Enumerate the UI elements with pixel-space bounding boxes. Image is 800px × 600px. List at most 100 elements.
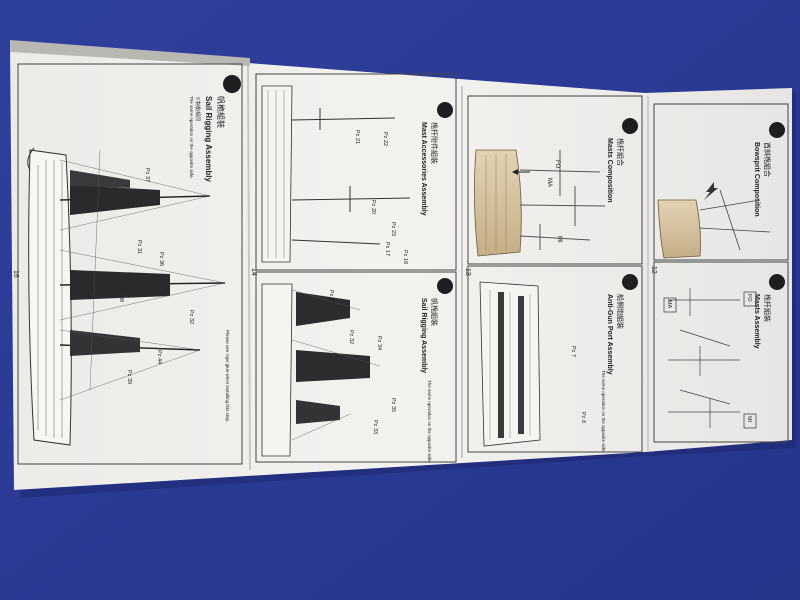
step-title-cn: 帆桅組裝 xyxy=(216,96,226,128)
ship-hull-icon xyxy=(261,85,293,263)
panel-frame xyxy=(653,261,789,443)
svg-text:16: 16 xyxy=(772,127,778,134)
sail xyxy=(296,292,350,326)
fold-line-1 xyxy=(247,65,251,471)
sail xyxy=(70,330,140,356)
panel-frame xyxy=(17,63,243,465)
step-footer: Please use rope glue when installing thi… xyxy=(225,330,230,422)
page-number: 12 xyxy=(650,266,657,274)
arrow-icon xyxy=(704,182,718,200)
step-title-cn: 帆桅組裝 xyxy=(430,298,439,326)
step-note: The same operation on the opposite side. xyxy=(427,380,432,463)
svg-text:17-3: 17-3 xyxy=(440,280,446,293)
part-labels: Pz 7 Pz 8 xyxy=(570,346,586,423)
arrow-icon xyxy=(512,169,530,175)
sail xyxy=(70,185,160,215)
part-label: Pz 21 xyxy=(354,130,360,144)
rigging-lines-icon xyxy=(291,108,411,245)
svg-text:17-4: 17-4 xyxy=(227,77,234,91)
svg-text:16-1: 16-1 xyxy=(772,276,778,289)
mast-label: MA xyxy=(546,178,552,187)
step-note-cn: ※對側相同 xyxy=(194,96,201,121)
part-label: Pz 7 xyxy=(570,346,576,357)
step-title: Mast Accessories Assembly xyxy=(420,122,427,216)
mast-label: MI xyxy=(746,416,752,423)
step-title: Sail Rigging Assembly xyxy=(420,298,427,373)
step-title-cn: 首斜桅組合 xyxy=(763,142,772,177)
step-number-icon: 17-1 xyxy=(622,274,638,290)
step-title: Masts Composition xyxy=(606,138,613,203)
part-label: Pz 31 xyxy=(136,240,142,254)
mast-label: FO xyxy=(554,160,560,169)
step-title-cn: 桅杆附件組裝 xyxy=(430,122,439,164)
rigging-lines xyxy=(291,289,381,441)
sail xyxy=(296,400,340,424)
page-number: 13 xyxy=(464,268,471,276)
step-note: The same operation on the opposite side. xyxy=(189,96,194,179)
instruction-sheet xyxy=(10,45,792,490)
part-label: Pz 35 xyxy=(390,398,396,412)
part-labels: Pz 31 Pz 34 Pz 32 Pz 33 Pz 35 xyxy=(328,290,396,434)
step-title: Masts Assembly xyxy=(753,294,760,349)
mast-label-boxes: FO MA MI xyxy=(663,291,757,429)
page-number: 16 xyxy=(12,270,19,278)
part-label: Pz 20 xyxy=(370,200,376,214)
sail xyxy=(70,270,170,300)
mast-label: FO xyxy=(746,294,752,302)
ship-hull-icon xyxy=(261,283,293,457)
part-label: Pz 23 xyxy=(390,222,396,236)
part-label: Pz 8 xyxy=(580,412,586,423)
step-number-icon: 17 xyxy=(622,118,638,134)
step-title-cn: 船側炮組裝 xyxy=(616,294,625,329)
part-label: Pz 18 xyxy=(402,250,408,264)
step-note: The same operation on the opposite side. xyxy=(601,370,606,453)
step-title-cn: 桅杆組裝 xyxy=(763,294,772,322)
panel-page-14: 17-2 桅杆附件組裝 Mast Accessories Assembly Pz… xyxy=(250,73,457,463)
ship-hull-icon xyxy=(27,147,72,446)
part-labels: Pz 21 Pz 22 Pz 20 Pz 23 Pz 17 Pz 18 xyxy=(354,130,408,264)
panel-page-12: 16 首斜桅組合 Bowsprit Composition 16-1 桅杆組裝 … xyxy=(650,103,789,443)
sheet-edge-strip xyxy=(10,40,250,66)
rigging-lines xyxy=(59,149,226,401)
mast-label: MA xyxy=(666,300,672,309)
step-number-icon: 17-2 xyxy=(437,102,453,118)
sail xyxy=(296,350,370,382)
rigging-lines-icon xyxy=(668,288,740,428)
step-title-cn: 桅杆組合 xyxy=(616,138,625,166)
part-label: Pz 22 xyxy=(382,132,388,146)
ship-hull-icon xyxy=(474,149,522,257)
step-title: Sail Rigging Assembly xyxy=(204,96,213,182)
part-label: Pz 38 xyxy=(118,288,124,302)
part-label: Pz 31 xyxy=(328,290,334,304)
part-label: Pz 17 xyxy=(384,242,390,256)
part-label: Pz 39 xyxy=(126,370,132,384)
panel-frame xyxy=(653,103,789,261)
panel-frame xyxy=(255,73,457,271)
ship-hull-icon xyxy=(479,281,541,447)
panel-frame xyxy=(467,95,643,265)
svg-text:17: 17 xyxy=(625,123,631,130)
panel-page-16: 17-4 帆桅組裝 Sail Rigging Assembly ※對側相同 Th… xyxy=(12,63,243,465)
step-number-icon: 16-1 xyxy=(769,274,785,290)
part-labels: Pz 37 Pz 36 Pz 31 Pz 32 Pz 44 Pz 39 Pz 3… xyxy=(118,168,194,384)
mast-label: MI xyxy=(556,236,562,243)
sail xyxy=(70,170,130,188)
svg-text:17-2: 17-2 xyxy=(440,104,446,117)
step-number-icon: 17-4 xyxy=(223,75,241,93)
ship-hull-icon xyxy=(657,199,701,259)
part-label: Pz 32 xyxy=(188,310,194,324)
part-label: Pz 33 xyxy=(372,420,378,434)
step-number-icon: 17-3 xyxy=(437,278,453,294)
svg-text:17-1: 17-1 xyxy=(625,276,631,289)
rigging-lines-icon xyxy=(699,189,771,251)
step-title: Bowsprit Composition xyxy=(753,142,760,217)
panel-frame xyxy=(467,265,643,453)
rigging-lines-icon xyxy=(519,150,606,250)
page-number: 14 xyxy=(250,268,257,276)
step-title: Anti-Gun Port Assembly xyxy=(606,294,613,375)
part-label: Pz 32 xyxy=(348,330,354,344)
part-label: Pz 37 xyxy=(144,168,150,182)
panel-frame xyxy=(255,271,457,463)
part-label: Pz 34 xyxy=(376,336,382,350)
